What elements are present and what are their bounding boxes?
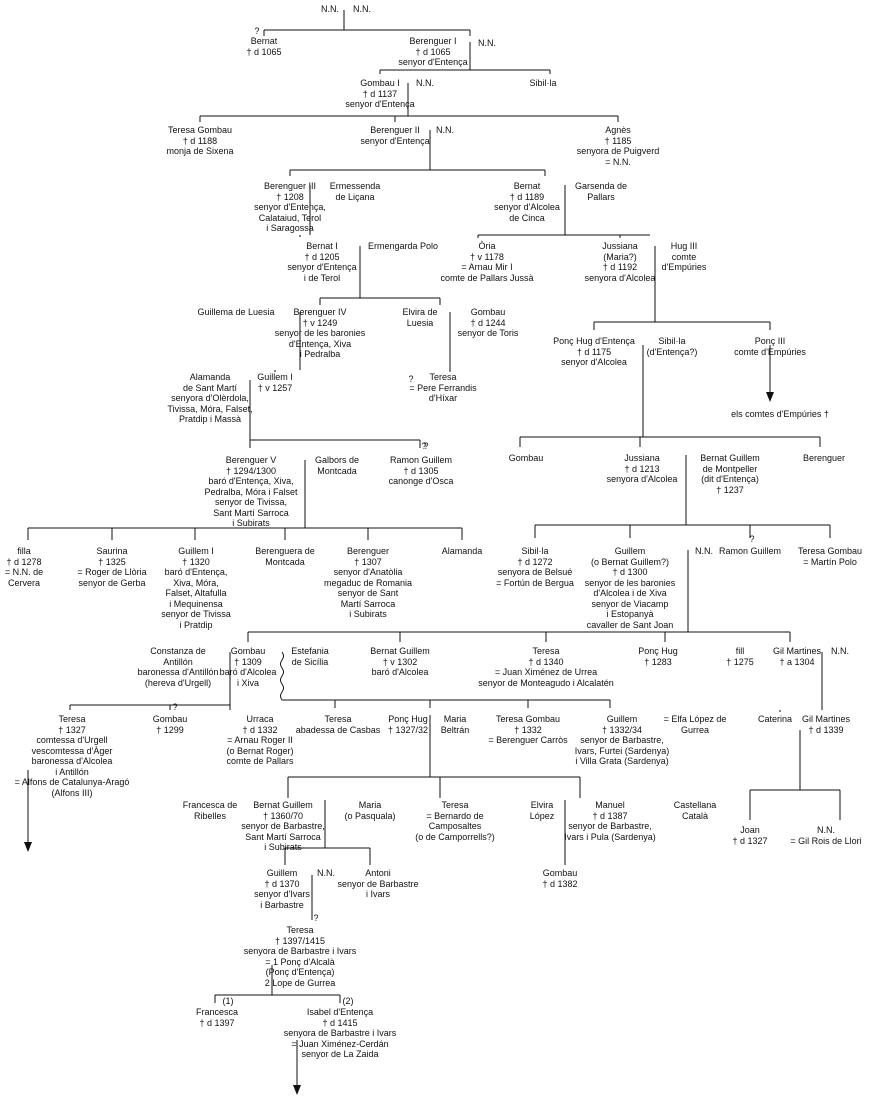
node-gil-martines-1304: Gil Martines † a 1304 — [772, 646, 822, 667]
node-gombau-toris: Gombau † d 1244 senyor de Toris — [457, 307, 519, 338]
node-label-2: (2) — [342, 996, 354, 1006]
node-bernat-i: Bernat I † d 1205 senyor d'Entença i de … — [287, 241, 357, 283]
node-ponc-hug-1327: Ponç Hug † 1327/32 — [387, 714, 429, 735]
node-urraca: Urraca † d 1332 = Arnau Roger II (o Bern… — [226, 714, 294, 766]
node-castellana: Castellana Català — [673, 800, 717, 821]
node-ramon-guillem-2: Ramon Guillem — [718, 546, 782, 556]
node-ponc-iii: Ponç III comte d'Empúries — [734, 336, 806, 357]
node-caterina: Caterina — [757, 714, 793, 724]
node-gombau-1299: Gombau † 1299 — [152, 714, 188, 735]
node-nn-guillem-1370: N.N. — [317, 868, 335, 878]
node-gombau-i: Gombau I † d 1137 senyor d'Entença — [345, 78, 415, 109]
node-francesca-1397: Francesca † d 1397 — [195, 1007, 239, 1028]
node-elvira-lopez: Elvira López — [529, 800, 555, 821]
node-fill-1275: fill † 1275 — [726, 646, 754, 667]
node-teresa-gombau-1332: Teresa Gombau † 1332 = Berenguer Carròs — [488, 714, 568, 745]
node-sibilla-1: Sibil·la — [529, 78, 557, 88]
node-oria: Òria † v 1178 = Arnau Mir I comte de Pal… — [440, 241, 534, 283]
node-berenguer-v: Berenguer V † 1294/1300 baró d'Entença, … — [204, 455, 298, 528]
node-nn-berenguer-ii: N.N. — [436, 125, 454, 135]
node-teresa-ferrandis: Teresa = Pere Ferrandis d'Híxar — [409, 372, 477, 403]
node-bernat-guillem-1360: Bernat Guillem † 1360/70 senyor de Barba… — [241, 800, 325, 852]
node-alamanda-2: Alamanda — [441, 546, 483, 556]
node-estefania: Estefania de Sicília — [291, 646, 329, 667]
node-francesca-ribelles: Francesca de Ribelles — [182, 800, 238, 821]
node-maria-beltran: Maria Beltrán — [440, 714, 470, 735]
node-filla-1278: filla † d 1278 = N.N. de Cervera — [4, 546, 44, 588]
node-gombau-1309: Gombau † 1309 baró d'Alcolea i Xiva — [219, 646, 277, 688]
node-berenguera: Berenguera de Montcada — [255, 546, 315, 567]
node-nn-gombau-i: N.N. — [416, 78, 434, 88]
node-q-bernat-1065: ? — [254, 26, 260, 36]
node-bernat-guillem-1302: Bernat Guillem † v 1302 baró d'Alcolea — [370, 646, 430, 677]
node-q-teresa-1397: ? — [313, 913, 319, 923]
node-gombau-r: Gombau — [508, 453, 544, 463]
node-q-ramon-g: ? — [423, 441, 429, 451]
node-q-gombau-1299: ? — [172, 702, 178, 712]
node-berenguer-1307: Berenguer † 1307 senyor d'Anatòlia megad… — [323, 546, 413, 619]
node-guillema-luesia: Guillema de Luesia — [197, 307, 275, 317]
node-manuel: Manuel † d 1387 senyor de Barbastre, Iva… — [564, 800, 656, 842]
node-ermengarda: Ermengarda Polo — [367, 241, 439, 251]
node-guillem-i-1320: Guillem I † 1320 baró d'Entença, Xiva, M… — [161, 546, 231, 630]
node-berenguer-iii: Berenguer III † 1208 senyor d'Entença, C… — [254, 181, 326, 233]
node-q-ramon: ? — [421, 441, 427, 451]
node-teresa-urgell: Teresa † 1327 comtessa d'Urgell vescomte… — [14, 714, 130, 798]
node-antoni: Antoni senyor de Barbastre i Ivars — [337, 868, 419, 899]
node-ramon-guillem-1305: Ramon Guillem † d 1305 canonge d'Osca — [388, 455, 454, 486]
node-bernat-guillem-montpeller: Bernat Guillem de Montpeller (dit d'Ente… — [700, 453, 760, 495]
node-teresa-gombau-1188: Teresa Gombau † d 1188 monja de Sixena — [166, 125, 234, 156]
node-berenguer-i: Berenguer I † d 1065 senyor d'Entença — [398, 36, 468, 67]
node-gil-martines-1339: Gil Martines † d 1339 — [801, 714, 851, 735]
node-q-teresa: ? — [408, 374, 414, 384]
node-teresa-1397: Teresa † 1397/1415 senyora de Barbastre … — [243, 925, 357, 988]
node-agnes: Agnès † 1185 senyora de Puigverd = N.N. — [576, 125, 660, 167]
node-nn-guillem-1300: N.N. — [695, 546, 713, 556]
node-sibilla-1272: Sibil·la † d 1272 senyora de Belsué = Fo… — [496, 546, 574, 588]
node-ponc-hug-1283: Ponç Hug † 1283 — [638, 646, 678, 667]
node-maria-pasquala: Maria (o Pasquala) — [344, 800, 396, 821]
node-comtes-empuries: els comtes d'Empúries † — [731, 409, 829, 419]
node-guillem-1370: Guillem † d 1370 senyor d'Ivars i Barbas… — [254, 868, 310, 910]
node-label-1: (1) — [222, 996, 234, 1006]
node-teresa-gombau-polo: Teresa Gombau = Martín Polo — [797, 546, 863, 567]
node-jussiana-1192: Jussiana (Maria?) † d 1192 senyora d'Alc… — [584, 241, 656, 283]
node-nn-top-left: N.N. — [321, 4, 339, 14]
node-sibilla-entenca: Sibil·la (d'Entença?) — [646, 336, 698, 357]
node-teresa-camposaltes: Teresa = Bernardo de Camposaltes (o de C… — [415, 800, 495, 842]
node-guillem-1300: Guillem (o Bernat Guillem?) † d 1300 sen… — [584, 546, 676, 630]
node-joan-1327: Joan † d 1327 — [732, 825, 768, 846]
node-nn-gil-rois: N.N. = Gil Rois de Llori — [790, 825, 862, 846]
node-guillem-i-1257: Guillem I † v 1257 — [257, 372, 293, 393]
node-elfa: = Elfa López de Gurrea — [663, 714, 727, 735]
node-garsenda: Garsenda de Pallars — [574, 181, 628, 202]
node-constanza: Constanza de Antillón baronessa d'Antill… — [137, 646, 219, 688]
node-berenguer-iv: Berenguer IV † v 1249 senyor de les baro… — [274, 307, 366, 359]
node-hug-iii: Hug III comte d'Empúries — [661, 241, 707, 272]
node-nn-gil: N.N. — [831, 646, 849, 656]
node-q-ramon-2: ? — [749, 534, 755, 544]
node-gombau-1382: Gombau † d 1382 — [542, 868, 578, 889]
node-nn-berenguer-i: N.N. — [478, 38, 496, 48]
node-elvira-luesia: Elvira de Luesia — [402, 307, 438, 328]
node-guillem-1332: Guillem † 1332/34 senyor de Barbastre, I… — [574, 714, 670, 766]
node-bernat-1189: Bernat † d 1189 senyor d'Alcolea de Cinc… — [494, 181, 560, 223]
node-berenguer-ii: Berenguer II senyor d'Entença — [360, 125, 430, 146]
node-jussiana-1213: Jussiana † d 1213 senyora d'Alcolea — [606, 453, 678, 484]
node-nn-top-right: N.N. — [353, 4, 371, 14]
node-isabel: Isabel d'Entença † d 1415 senyora de Bar… — [283, 1007, 397, 1059]
node-teresa-1340: Teresa † d 1340 = Juan Ximénez de Urrea … — [478, 646, 614, 688]
node-saurina: Saurina † 1325 = Roger de Llòria senyor … — [77, 546, 147, 588]
node-ermessenda: Ermessenda de Liçana — [329, 181, 381, 202]
node-ponc-hug-entenca: Ponç Hug d'Entença † d 1175 senyor d'Alc… — [553, 336, 635, 367]
node-galbors: Galbors de Montcada — [314, 455, 360, 476]
node-teresa-casbas: Teresa abadessa de Casbas — [295, 714, 381, 735]
node-berenguer-r: Berenguer — [802, 453, 846, 463]
node-bernat-1065: Bernat † d 1065 — [246, 36, 282, 57]
node-alamanda: Alamanda de Sant Martí senyora d'Olèrdol… — [167, 372, 253, 424]
